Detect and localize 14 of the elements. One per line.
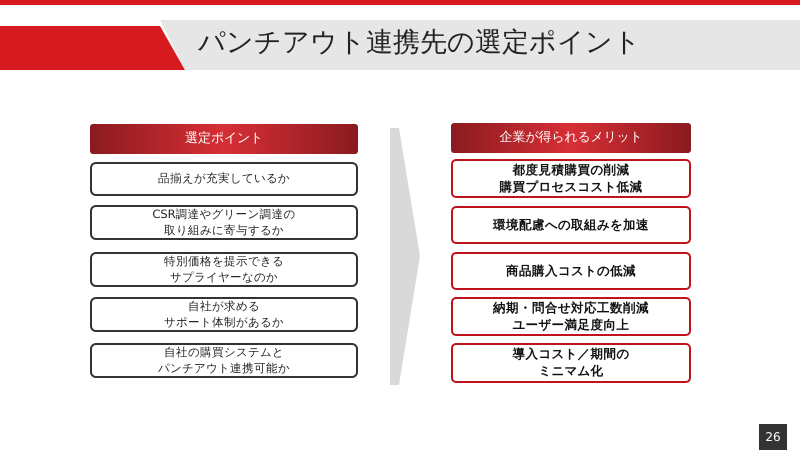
text-box: 環境配慮への取組みを加速 [451,206,691,244]
text-box: CSR調達やグリーン調達の取り組みに寄与するか [90,205,358,240]
text-box: 自社の購買システムとパンチアウト連携可能か [90,343,358,378]
page-number: 26 [759,424,787,450]
text-box: 自社が求めるサポート体制があるか [90,297,358,332]
slide-title: パンチアウト連携先の選定ポイント [198,26,641,60]
text-box: 導入コスト／期間のミニマム化 [451,343,691,383]
text-box: 商品購入コストの低減 [451,252,691,290]
text-box: 都度見積購買の削減購買プロセスコスト低減 [451,159,691,198]
column-header: 企業が得られるメリット [451,123,691,153]
text-box: 納期・問合せ対応工数削減ユーザー満足度向上 [451,297,691,336]
column-header: 選定ポイント [90,124,358,154]
text-box: 特別価格を提示できるサプライヤーなのか [90,252,358,287]
text-box: 品揃えが充実しているか [90,162,358,196]
